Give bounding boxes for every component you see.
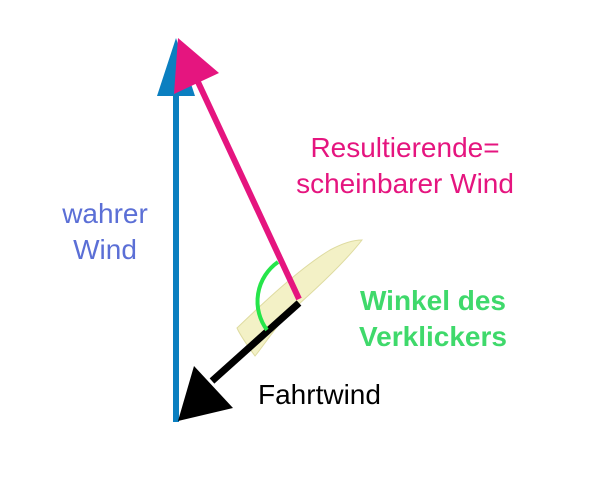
apparent-wind-label-line-2: scheinbarer Wind	[296, 168, 514, 199]
indicator-angle-arc	[255, 260, 280, 332]
headwind-arrowhead	[178, 366, 233, 421]
true-wind-label-line-1: wahrer	[62, 198, 148, 229]
apparent-wind-label-line-1: Resultierende=	[310, 132, 500, 163]
true-wind-arrow	[157, 38, 195, 422]
apparent-wind-arrowhead	[174, 38, 219, 94]
indicator-angle-label-line-2: Verklickers	[359, 321, 507, 352]
true-wind-label: wahrer Wind	[50, 196, 160, 268]
apparent-wind-label: Resultierende= scheinbarer Wind	[260, 130, 550, 202]
apparent-wind-shaft	[195, 80, 302, 301]
headwind-shaft	[209, 300, 302, 384]
indicator-angle-label: Winkel des Verklickers	[348, 283, 518, 355]
headwind-label: Fahrtwind	[258, 379, 381, 410]
apparent-wind-arrow	[174, 38, 302, 301]
headwind-arrow	[178, 300, 302, 421]
true-wind-label-line-2: Wind	[73, 234, 137, 265]
indicator-angle-label-line-1: Winkel des	[359, 285, 506, 316]
